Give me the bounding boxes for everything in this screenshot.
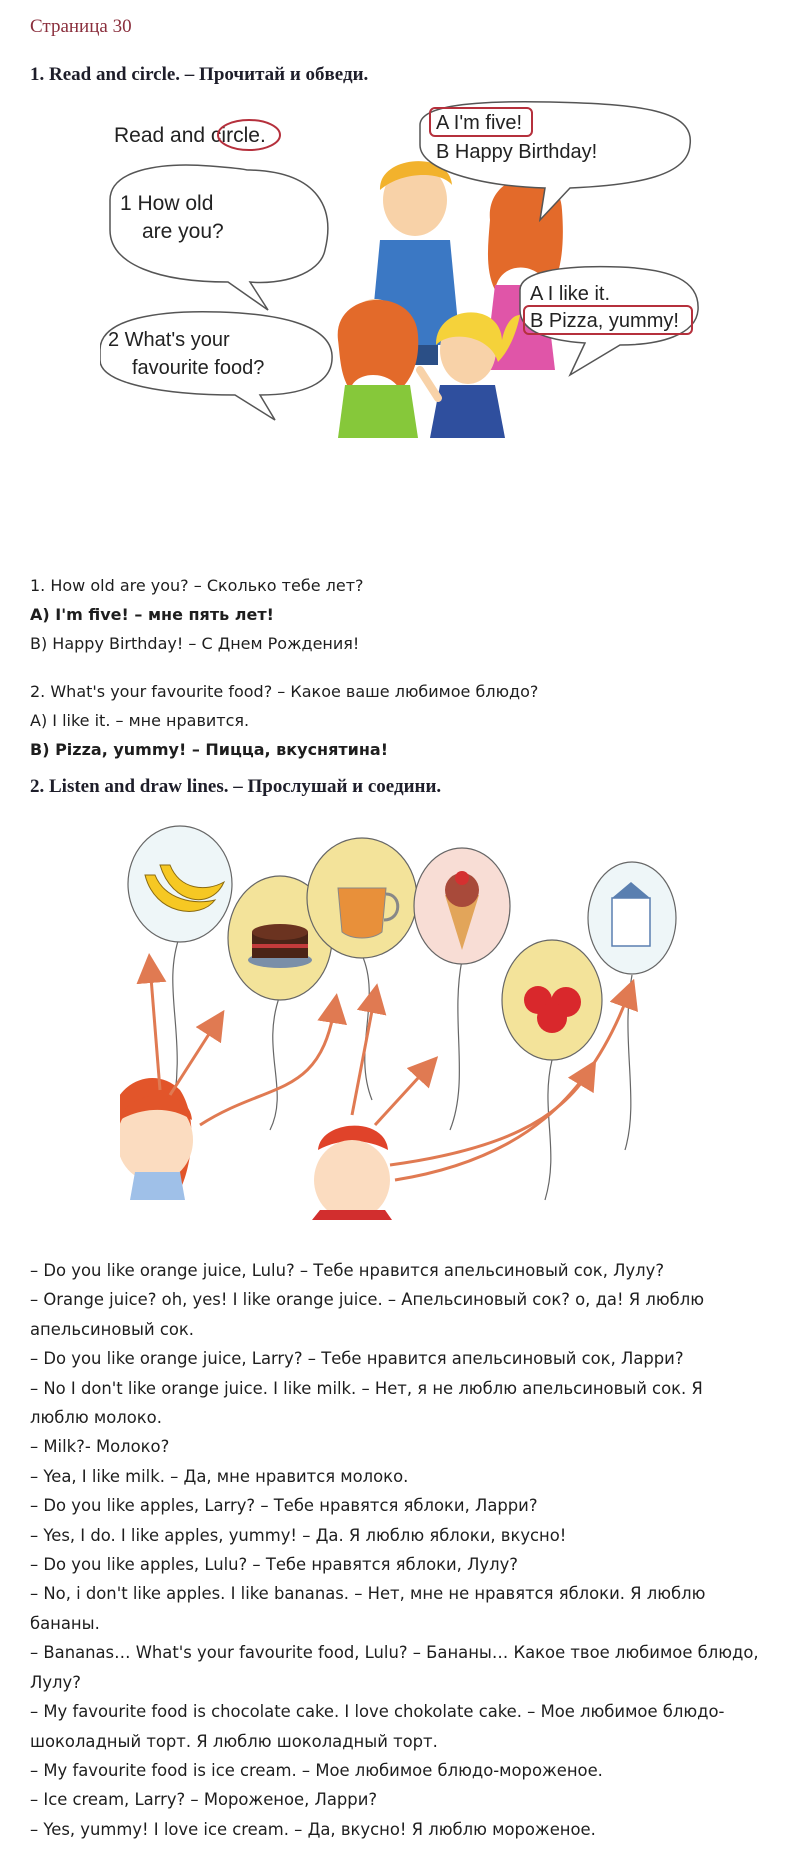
dialogue-line: – No, i don't like apples. I like banana… (30, 1584, 706, 1633)
answer-line: A) I'm five! – мне пять лет! (30, 605, 274, 624)
answer-1-circle (429, 107, 533, 137)
dialogue-line: – Do you like apples, Lulu? – Тебе нравя… (30, 1555, 518, 1575)
lulu-figure (120, 1078, 193, 1200)
balloon-apples (501, 939, 603, 1061)
dialogue-line: – My favourite food is chocolate cake. I… (30, 1702, 725, 1751)
answer-line: 2. What's your favourite food? – Какое в… (30, 682, 539, 701)
answer-line: A) I like it. – мне нравится. (30, 711, 250, 730)
breadcrumb[interactable]: Страница 30 (30, 16, 132, 37)
exercise-2-heading: 2. Listen and draw lines. – Прослушай и … (30, 776, 442, 797)
answer-2-option-a: A I like it. (530, 283, 610, 305)
answer-2-circle (523, 305, 693, 335)
exercise-2-illustration (120, 825, 677, 1220)
answer-1-option-a: A I'm five! (436, 112, 522, 134)
balloon-icecream (413, 847, 511, 965)
girl-3-figure (416, 312, 520, 438)
question-1-line-2: are you? (142, 220, 224, 243)
answer-line: B) Happy Birthday! – С Днем Рождения! (30, 634, 360, 653)
answer-2-option-b: B Pizza, yummy! (530, 310, 679, 332)
balloon-milk (587, 861, 677, 975)
answer-line: 1. How old are you? – Сколько тебе лет? (30, 576, 364, 595)
exercise-1-illustration: Read and circle. 1 How old are you? A I'… (100, 100, 699, 438)
illustration-title: Read and circle. (114, 124, 266, 147)
balloon-bananas (127, 825, 233, 943)
dialogue-line: – Do you like apples, Larry? – Тебе нрав… (30, 1496, 538, 1516)
dialogue-line: – Milk?- Молоко? (30, 1437, 170, 1457)
dialogue-line: – Yes, I do. I like apples, yummy! – Да.… (30, 1525, 567, 1545)
dialogue-line: – Yes, yummy! I love ice cream. – Да, вк… (30, 1819, 596, 1839)
dialogue-line: – Orange juice? oh, yes! I like orange j… (30, 1290, 705, 1339)
girl-2-figure (337, 299, 419, 438)
speech-bubble-3 (100, 310, 333, 421)
larry-figure (312, 1125, 392, 1220)
circle-mark (217, 119, 281, 151)
balloon-juice (306, 837, 418, 959)
dialogue-line: – My favourite food is ice cream. – Мое … (30, 1760, 603, 1780)
speech-bubble-2 (419, 100, 691, 223)
speech-bubble-1 (109, 164, 329, 311)
dialogue-line: – No I don't like orange juice. I like m… (30, 1378, 703, 1428)
answer-arrows (136, 953, 638, 1182)
dialogue-line: – Do you like orange juice, Lulu? – Тебе… (30, 1261, 665, 1280)
dialogue-line: – Bananas… What's your favourite food, L… (30, 1643, 759, 1692)
dialogue-line: – Yea, I like milk. – Да, мне нравится м… (30, 1466, 409, 1486)
dialogue-line: – Ice cream, Larry? – Мороженое, Ларри? (30, 1790, 378, 1810)
dialogue: – Do you like orange juice, Lulu? – Тебе… (30, 1256, 760, 1844)
question-2-line-2: favourite food? (132, 357, 264, 379)
question-2-line-1: 2 What's your (108, 329, 230, 351)
question-1-line-1: 1 How old (120, 192, 213, 215)
boy-figure (370, 161, 460, 365)
exercise-1-heading: 1. Read and circle. – Прочитай и обведи. (30, 64, 369, 85)
answer-1-option-b: B Happy Birthday! (436, 141, 597, 163)
speech-bubble-4 (519, 265, 699, 377)
balloon-cake (227, 875, 333, 1001)
answer-line: B) Pizza, yummy! – Пицца, вкуснятина! (30, 740, 389, 759)
balloon-strings (169, 934, 633, 1201)
dialogue-line: – Do you like orange juice, Larry? – Теб… (30, 1349, 684, 1369)
